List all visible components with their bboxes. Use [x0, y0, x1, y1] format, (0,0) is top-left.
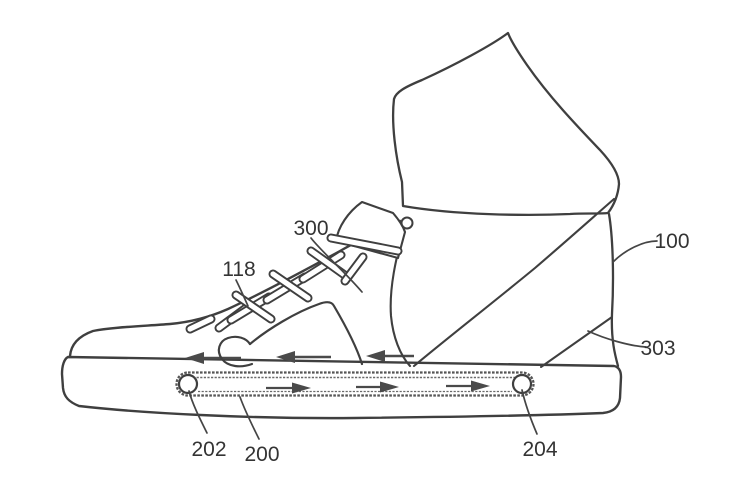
- lace-cross-2: [262, 269, 313, 305]
- inner-bootie-outline: [217, 301, 364, 368]
- label-100: 100: [654, 230, 689, 253]
- reference-labels: 118 300 100 303 202 200 204: [191, 217, 689, 466]
- arrow-left-2: [276, 351, 331, 363]
- leader-line-200: [239, 396, 260, 440]
- label-200: 200: [244, 443, 279, 466]
- tongue-and-laces: [185, 200, 414, 334]
- leader-line-204: [521, 389, 538, 435]
- heel-lines: [540, 212, 620, 368]
- belt-roller-front: [177, 373, 199, 395]
- leader-line-100: [612, 240, 658, 263]
- lace-bars: [185, 233, 403, 334]
- arrow-right-1: [266, 382, 311, 394]
- throat-rear-swoosh: [412, 197, 616, 368]
- arrow-right-3: [446, 380, 490, 392]
- shoe-topline-toe: [68, 219, 402, 358]
- leader-line-118: [235, 279, 249, 307]
- heel-back-line: [607, 212, 620, 368]
- bootie-toe-loop: [217, 335, 254, 368]
- label-118: 118: [222, 258, 255, 281]
- leader-line-303: [587, 330, 647, 348]
- arrow-right-2: [356, 381, 399, 393]
- ankle-cuff-outline: [391, 31, 621, 216]
- label-303: 303: [640, 337, 675, 360]
- leader-lines: [188, 237, 658, 440]
- lace-cross-3: [298, 246, 351, 284]
- sole-belt-channel: [175, 371, 535, 397]
- belt-flow-arrows-right: [266, 380, 490, 394]
- leader-line-202: [188, 390, 208, 434]
- lace-tip-small: [185, 314, 216, 334]
- label-204: 204: [522, 438, 557, 461]
- bootie-top-and-back-edge: [248, 301, 364, 366]
- arrow-left-3: [366, 350, 414, 362]
- eyelet-icon: [400, 216, 414, 230]
- label-202: 202: [191, 438, 226, 461]
- leader-line-300: [310, 237, 363, 293]
- heel-counter-line: [540, 316, 613, 368]
- label-300: 300: [293, 217, 328, 240]
